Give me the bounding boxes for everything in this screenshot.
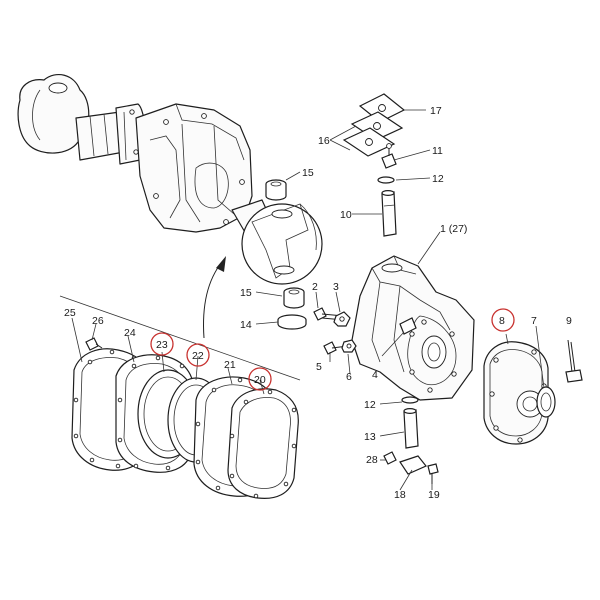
- label-19: 19: [428, 489, 440, 501]
- bolt-19: [427, 463, 439, 484]
- highlight-8: [491, 308, 515, 332]
- label-26: 26: [92, 315, 104, 327]
- label-22: 22: [192, 350, 204, 362]
- kingpin-upper: [381, 190, 397, 237]
- lock-plate: [399, 455, 427, 475]
- o-ring-upper: [377, 176, 395, 184]
- highlight-20: [248, 367, 272, 391]
- label-10: 10: [340, 209, 352, 221]
- label-25: 25: [64, 307, 76, 319]
- label-24: 24: [124, 327, 136, 339]
- cover-bolt: [565, 339, 583, 383]
- axle-housing: [17, 73, 273, 235]
- leader-lines: [71, 109, 545, 491]
- label-28: 28: [366, 454, 378, 466]
- highlight-23: [150, 332, 174, 356]
- steering-knuckle: [351, 255, 475, 401]
- label-12-lower: 12: [364, 399, 376, 411]
- label-15-upper: 15: [302, 167, 314, 179]
- shim-stack-frame: [59, 295, 301, 381]
- lock-nut-3: [333, 311, 351, 327]
- label-6: 6: [346, 371, 352, 383]
- label-3: 3: [333, 281, 339, 293]
- label-14: 14: [240, 319, 252, 331]
- joint-ball: [241, 203, 323, 285]
- highlight-circles: [150, 308, 515, 391]
- label-15-lower: 15: [240, 287, 252, 299]
- label-8: 8: [499, 315, 505, 327]
- kingpin-lower: [403, 408, 419, 449]
- bolt-28: [383, 451, 397, 465]
- shim-disc: [277, 314, 307, 330]
- bushing-upper: [265, 179, 287, 201]
- part-labels: 17 16 11 12 15 10 1 (27) 15 2 3 14 8 7 9…: [64, 105, 572, 501]
- label-4: 4: [372, 369, 378, 381]
- label-5: 5: [316, 361, 322, 373]
- seal-ring: [536, 386, 556, 418]
- nut-6: [341, 339, 357, 353]
- label-13: 13: [364, 431, 376, 443]
- label-16: 16: [318, 135, 330, 147]
- highlight-22: [186, 343, 210, 367]
- label-2: 2: [312, 281, 318, 293]
- label-9: 9: [566, 315, 572, 327]
- cap-plates: [342, 93, 406, 157]
- label-21: 21: [224, 359, 236, 371]
- gasket-20: [227, 388, 299, 499]
- label-11: 11: [432, 145, 443, 157]
- label-12-upper: 12: [432, 173, 444, 185]
- screw-26: [85, 337, 103, 351]
- label-7: 7: [531, 315, 537, 327]
- label-17: 17: [430, 105, 442, 117]
- label-18: 18: [394, 489, 406, 501]
- assembly-arrow: [203, 256, 226, 339]
- grease-nipple: [381, 143, 397, 169]
- label-20: 20: [254, 374, 266, 386]
- o-ring-lower: [401, 396, 419, 404]
- label-23: 23: [156, 339, 168, 351]
- bushing-lower: [283, 287, 305, 309]
- label-1: 1 (27): [440, 223, 467, 235]
